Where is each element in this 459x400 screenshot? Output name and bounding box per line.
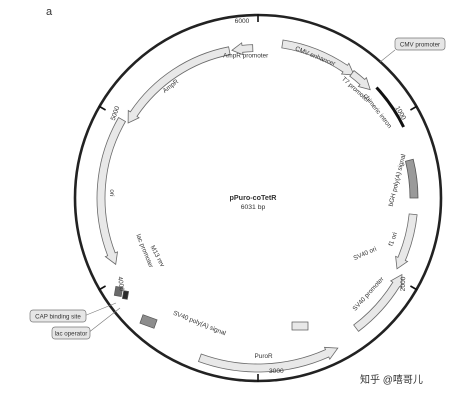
- scale-tick: [410, 285, 418, 291]
- feature-layer: [96, 39, 419, 373]
- callout-cmv-promoter: CMV promoter: [379, 37, 446, 63]
- feature-ampr-promoter: [231, 42, 254, 56]
- feature-bgh-polya: [404, 158, 419, 199]
- label-puror: PuroR: [255, 353, 273, 360]
- callout-cap-binding-site: CAP binding site: [29, 302, 117, 323]
- scale-label: 6000: [235, 18, 250, 25]
- scale-label: 5000: [110, 105, 122, 121]
- scale-label: 2000: [400, 276, 408, 291]
- scale-tick: [410, 105, 418, 111]
- sv40-ori-box: [291, 321, 309, 331]
- feature-ampr: [127, 46, 231, 124]
- plasmid-size: 6031 bp: [241, 204, 266, 211]
- plasmid-name: pPuro-coTetR: [230, 193, 278, 202]
- scale-label: 4000: [116, 276, 125, 292]
- feature-cmv-enhancer: [281, 39, 355, 76]
- feature-t7-promoter: [349, 70, 371, 91]
- label-sv40-ori: SV40 ori: [352, 246, 377, 262]
- feature-sv40-promoter: [353, 273, 403, 332]
- label-bgh-polya: bGH poly(A) signal: [388, 153, 408, 207]
- callout-lac-operator: lac operator: [51, 307, 121, 340]
- label-ampr-promoter: AmpR promoter: [223, 53, 269, 60]
- lac-operator-box: [121, 290, 130, 300]
- label-ori: ori: [108, 189, 115, 196]
- panel-label: a: [46, 6, 53, 18]
- feature-f1-ori: [395, 213, 418, 270]
- label-sv40-polya: SV40 poly(A) signal: [172, 310, 227, 338]
- lac-promoter-box: [113, 286, 124, 297]
- scale-tick: [98, 105, 106, 111]
- scale-label: 3000: [269, 368, 284, 375]
- feature-puror: [197, 346, 339, 373]
- watermark: 知乎 @嘻哥儿: [360, 373, 423, 386]
- sv40-polya-box: [139, 314, 158, 329]
- scale-tick: [98, 285, 106, 291]
- callout-lac-operator-label: lac operator: [55, 331, 88, 338]
- callout-cap-binding-site-label: CAP binding site: [35, 314, 81, 321]
- feature-chimeric-intron: [375, 86, 405, 128]
- callout-cmv-promoter-label: CMV promoter: [400, 42, 440, 49]
- label-chimeric-intron: chimeric intron: [362, 93, 393, 130]
- label-f1-ori: f1 ori: [388, 231, 399, 247]
- feature-ori: [96, 116, 127, 266]
